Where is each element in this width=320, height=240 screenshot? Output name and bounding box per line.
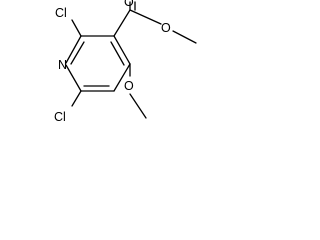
substituent-bonds [71, 1, 197, 119]
pyridine-ring [65, 35, 131, 92]
bond-c3-carbonyl [113, 9, 131, 37]
chlorine-label-bottom: Cl [54, 110, 66, 124]
bond-carbonyl-ester-o [129, 9, 162, 25]
bond-c3-c4 [113, 35, 131, 65]
bond-c6-n [65, 64, 82, 92]
bond-ester-o-methyl [172, 30, 197, 44]
ester-oxygen-label: O [161, 21, 171, 35]
bond-n-c2-double [70, 41, 85, 65]
bond-c6-cl [71, 90, 82, 107]
methoxy-oxygen-label: O [124, 79, 134, 93]
bond-c2-cl [71, 19, 82, 37]
nitrogen-label: N [58, 58, 67, 72]
bond-c3-c4-double [110, 41, 125, 66]
bond-methoxy-o-methyl [129, 93, 147, 119]
bond-n-c2 [65, 35, 82, 64]
chlorine-label-top: Cl [55, 6, 67, 20]
carbonyl-oxygen-label: O [124, 0, 134, 9]
molecule-structure: Cl Cl N O O O [54, 0, 197, 124]
bond-c4-c5 [113, 63, 131, 92]
